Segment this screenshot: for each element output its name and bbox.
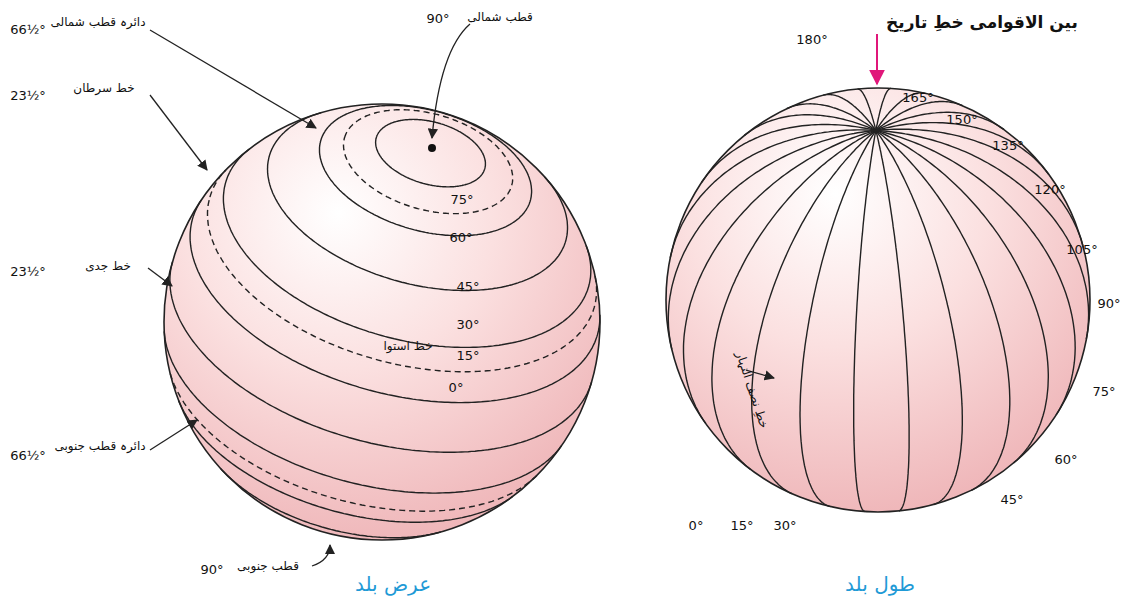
degree-label: 23½°	[10, 88, 46, 104]
circle-label: دائرہ قطب جنوبی	[54, 439, 145, 453]
leader-line	[150, 30, 316, 128]
degree-label: 66½°	[10, 448, 46, 464]
tropic-line	[169, 370, 537, 511]
leader-line	[312, 545, 330, 566]
longitude-value: 120°	[1034, 182, 1065, 198]
meridian-line	[668, 129, 1083, 349]
meridian-line	[744, 115, 1048, 463]
longitude-value: 150°	[946, 112, 977, 128]
globe-outline	[666, 88, 1090, 512]
leader-line	[150, 420, 197, 450]
longitude-value: 180°	[796, 32, 827, 48]
longitude-value: 45°	[1000, 492, 1023, 508]
leader-line	[150, 95, 207, 170]
latitude-globe	[164, 104, 600, 540]
circle-label: دائرہ قطب شمالی	[51, 15, 146, 29]
latitude-line	[320, 106, 532, 236]
degree-label: 90°	[200, 562, 223, 578]
date-line-label: بین الاقوامی خطِ تاریخ	[886, 12, 1078, 32]
tropic-line	[208, 170, 597, 372]
globe-outline	[164, 104, 600, 540]
caption: عرض بلد	[355, 572, 431, 596]
tropic-line	[344, 110, 513, 214]
latitude-value: 60°	[449, 230, 472, 246]
meridian-line	[823, 95, 962, 505]
longitude-value: 30°	[773, 518, 796, 534]
longitude-value: 165°	[902, 90, 933, 106]
meridian-line	[670, 130, 1088, 339]
latitude-value: 30°	[456, 317, 479, 333]
longitude-globe	[666, 88, 1090, 512]
longitude-value: 135°	[992, 138, 1023, 154]
pole-label: قطب جنوبی	[237, 559, 299, 573]
latitude-line	[170, 262, 592, 453]
latitude-line	[376, 119, 486, 186]
latitude-line	[164, 331, 561, 493]
equator-label: خط استوا	[383, 339, 432, 353]
date-line-arrow	[876, 34, 878, 84]
grid-lines	[164, 88, 1088, 537]
degree-label: 90°	[426, 11, 449, 27]
degree-label: 66½°	[10, 22, 46, 38]
latitude-line	[221, 469, 441, 538]
longitude-value: 75°	[1092, 384, 1115, 400]
leader-line	[432, 24, 470, 138]
latitude-value: 0°	[449, 380, 464, 396]
degree-label: 23½°	[10, 264, 46, 280]
longitude-value: 0°	[689, 518, 704, 534]
tropic-label: خط سرطان	[73, 81, 134, 95]
meridian-line	[858, 89, 910, 511]
longitude-value: 105°	[1066, 242, 1097, 258]
latitude-line	[179, 401, 513, 523]
meridian-line	[854, 88, 891, 511]
latitude-value: 75°	[450, 192, 473, 208]
leader-line	[148, 268, 172, 286]
meridian-line	[787, 104, 1010, 491]
latitude-line	[190, 200, 600, 403]
meridian-line	[684, 123, 1049, 424]
meridian-line	[712, 112, 1004, 469]
tropic-label: خط جدی	[85, 259, 131, 273]
latitude-line	[223, 149, 590, 348]
latitude-value: 45°	[456, 279, 479, 295]
meridian-line	[752, 102, 963, 494]
longitude-value: 15°	[730, 518, 753, 534]
meridian-line	[800, 93, 925, 507]
pole-label: قطب شمالی	[467, 10, 532, 24]
latitude-line	[268, 113, 568, 291]
longitude-value: 60°	[1054, 452, 1077, 468]
longitude-value: 90°	[1097, 296, 1120, 312]
pole-dot	[428, 144, 436, 152]
latitude-value: 15°	[456, 348, 479, 364]
caption: طول بلد	[845, 572, 915, 596]
